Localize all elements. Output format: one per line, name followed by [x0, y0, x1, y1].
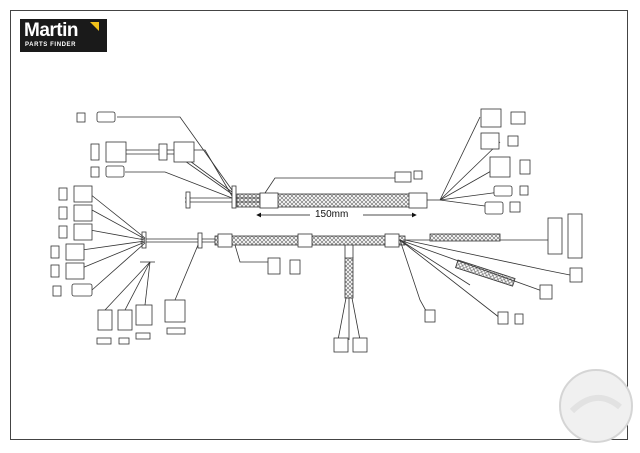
bottom-connector-4	[164, 299, 186, 323]
connector-a	[105, 141, 127, 163]
left-connector-4	[65, 243, 85, 261]
right-connector-1	[480, 108, 502, 128]
left-connector-6	[71, 283, 93, 297]
bottom-plug-left	[333, 337, 349, 353]
bottom-connector-2	[117, 309, 133, 331]
connector-c	[105, 165, 125, 178]
right-side-plug	[569, 267, 583, 283]
upper-sleeve-clamp-left	[259, 192, 279, 209]
dimension-label: 150mm	[315, 209, 349, 220]
lower-harness	[50, 185, 583, 353]
bottom-plug-right	[352, 337, 368, 353]
left-connector-5	[65, 262, 85, 280]
logo-subtitle-text: PARTS FINDER	[25, 42, 77, 48]
right-connector-4	[493, 185, 513, 197]
logo-brand-text: Martin	[24, 20, 79, 41]
left-connector-1	[73, 185, 93, 203]
bottom-connector-3	[135, 304, 153, 326]
watermark-logo-icon	[559, 369, 633, 443]
upper-sleeve-clamp-right	[408, 192, 428, 209]
connector-b	[173, 141, 195, 163]
mid-top-connector	[394, 171, 412, 183]
wide-header-connector	[547, 217, 563, 255]
upper-harness	[76, 108, 531, 215]
right-connector-5	[484, 201, 504, 215]
left-connector-3	[73, 223, 93, 241]
left-connector-2	[73, 204, 93, 222]
right-connector-3	[489, 156, 511, 178]
drawing-frame	[10, 10, 628, 440]
top-left-plug	[96, 111, 116, 123]
right-lower-plug	[424, 309, 436, 323]
bottom-connector-1	[97, 309, 113, 331]
martin-logo[interactable]: Martin PARTS FINDER	[20, 19, 107, 52]
right-connector-2	[480, 132, 500, 150]
middle-connector	[267, 257, 281, 275]
logo-flash-icon	[90, 22, 99, 31]
